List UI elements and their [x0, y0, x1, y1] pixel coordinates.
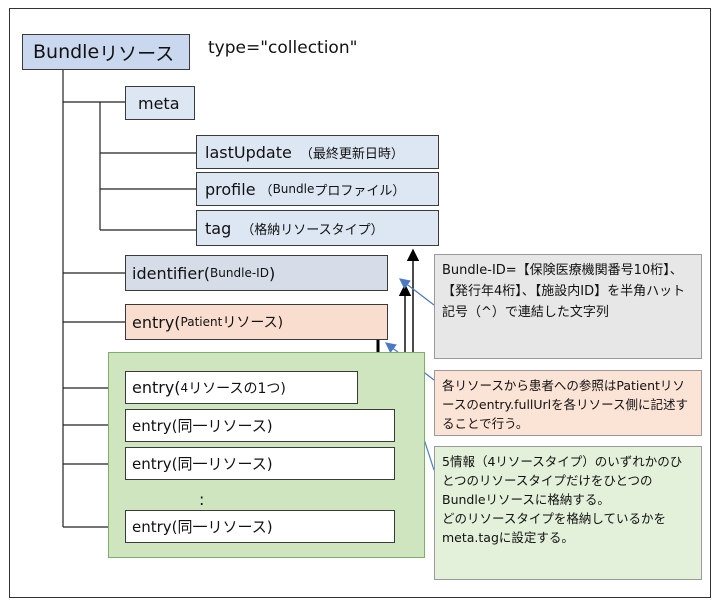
entry-patient-rest: リソース): [222, 315, 284, 331]
bundle-suffix: リソース: [99, 42, 175, 65]
bundle-id-note: Bundle-ID=【保険医療機関番号10桁】、【発行年4桁】、【施設内ID】を…: [434, 254, 702, 359]
five-info-note: 5情報（4リソースタイプ）のいずれかのひとつのリソースタイプだけをひとつのBun…: [434, 446, 702, 580]
bundle-type-label: type="collection": [208, 38, 358, 58]
bundle-name: Bundle: [33, 41, 100, 63]
tag-note: （格納リソースタイプ）: [241, 222, 384, 238]
entry-same-box-3: entry(同一リソース): [125, 510, 395, 543]
identifier-small: Bundle-ID: [210, 266, 269, 280]
patient-ref-note: 各リソースから患者への参照はPatientリソースのentry.fullUrlを…: [434, 370, 702, 436]
entry-one-rest: リソースの1つ): [188, 380, 286, 397]
entry-same-box-2: entry(同一リソース): [125, 447, 395, 480]
bundle-id-note-text: Bundle-ID=【保険医療機関番号10桁】、【発行年4桁】、【施設内ID】を…: [442, 263, 686, 320]
profile-key: profile: [205, 179, 256, 199]
five-info-note-line-2: どのリソースタイプを格納しているかをmeta.tagに設定する。: [442, 511, 667, 545]
entry-patient-small: Patient: [180, 315, 223, 329]
entry-one-key: entry(: [132, 378, 181, 397]
entry-same-label-1: entry(同一リソース): [132, 417, 273, 435]
entry-patient-key: entry(: [132, 312, 181, 332]
entry-same-label-3: entry(同一リソース): [132, 518, 273, 536]
lastupdate-key: lastUpdate: [205, 142, 292, 162]
lastupdate-box: lastUpdate （最終更新日時）: [196, 135, 439, 169]
entry-same-box-1: entry(同一リソース): [125, 409, 395, 442]
meta-box: meta: [125, 86, 195, 120]
patient-ref-note-text: 各リソースから患者への参照はPatientリソースのentry.fullUrlを…: [442, 378, 689, 431]
lastupdate-note: （最終更新日時）: [299, 146, 404, 162]
identifier-key: identifier(: [132, 263, 211, 283]
identifier-box: identifier(Bundle-ID): [125, 255, 388, 291]
entry-one-small: 4: [180, 380, 189, 395]
profile-note-rest: プロファイル）: [314, 183, 406, 199]
entry-same-label-2: entry(同一リソース): [132, 455, 273, 473]
five-info-note-line-1: 5情報（4リソースタイプ）のいずれかのひとつのリソースタイプだけをひとつのBun…: [442, 454, 683, 507]
diagram-frame: [9, 8, 711, 598]
tag-box: tag （格納リソースタイプ）: [196, 210, 439, 246]
profile-note-small: Bundle: [272, 182, 315, 196]
tag-key: tag: [205, 218, 232, 238]
profile-note-prefix: （: [259, 183, 273, 199]
identifier-close: ): [268, 263, 276, 283]
meta-label: meta: [138, 93, 180, 113]
ellipsis-marker: :: [199, 490, 205, 509]
